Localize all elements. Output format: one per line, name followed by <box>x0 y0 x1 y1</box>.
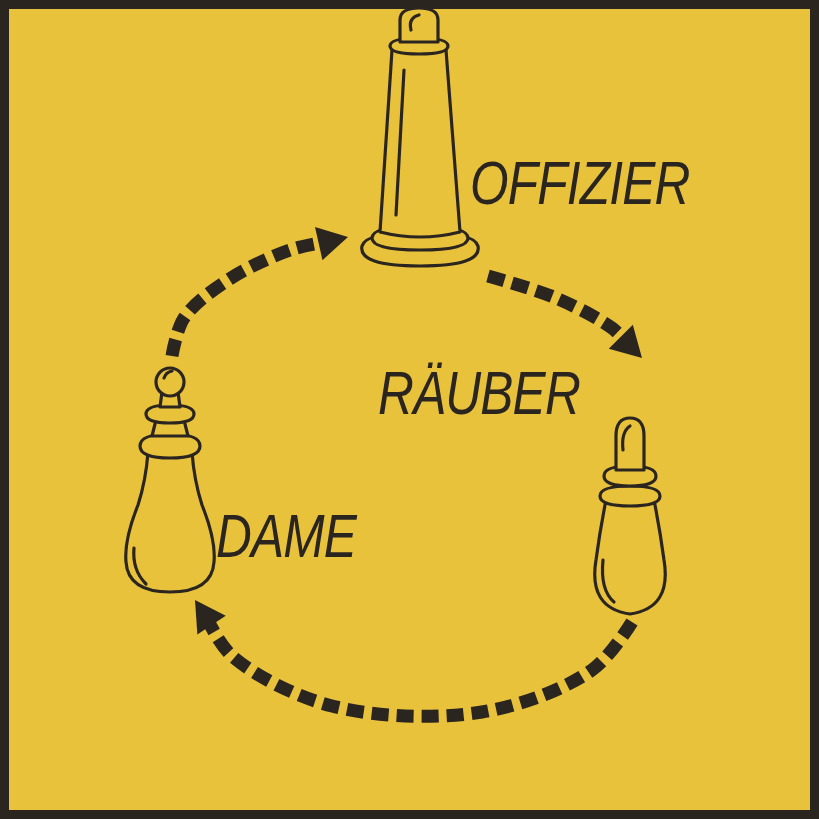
chess-piece-figure <box>352 4 492 272</box>
dashed-line <box>207 618 632 716</box>
piece-label: RÄUBER <box>378 362 580 424</box>
piece-outline <box>156 368 184 396</box>
piece-outline <box>126 452 215 592</box>
piece-outline <box>602 560 614 602</box>
piece-outline <box>600 486 660 506</box>
piece-outline <box>396 70 404 215</box>
arrowhead <box>195 600 226 634</box>
arrowhead <box>609 325 642 358</box>
arrowhead <box>315 227 348 260</box>
chess-piece-node: OFFIZIER <box>348 10 694 276</box>
cycle-arrow <box>172 227 348 356</box>
piece-label: OFFIZIER <box>470 152 690 214</box>
chess-piece-node: DAME <box>114 356 360 600</box>
piece-outline <box>616 418 644 470</box>
piece-outline <box>380 50 460 237</box>
cycle-arrow <box>488 276 642 358</box>
chess-piece-node: RÄUBER <box>374 358 679 622</box>
dashed-line <box>172 242 327 356</box>
piece-outline <box>595 500 666 614</box>
piece-outline <box>400 8 438 42</box>
dashed-line <box>488 276 626 342</box>
piece-outline <box>623 426 630 450</box>
piece-outline <box>164 371 172 378</box>
chess-piece-figure <box>585 412 675 618</box>
piece-outline <box>134 548 146 584</box>
cycle-arrow <box>195 600 632 716</box>
piece-label: DAME <box>216 505 356 567</box>
chess-piece-figure <box>118 360 222 596</box>
piece-outline <box>410 15 419 30</box>
